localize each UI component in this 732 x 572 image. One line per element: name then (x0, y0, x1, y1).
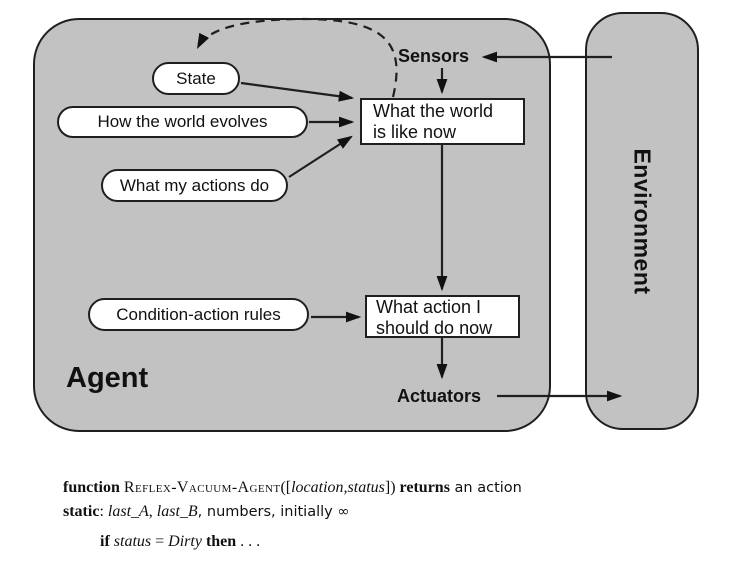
static-colon: : (99, 503, 108, 520)
condition-action-rules-label: Condition-action rules (116, 304, 281, 324)
static-var-last-b: last_B (156, 503, 198, 520)
how-world-evolves-label: How the world evolves (97, 112, 268, 131)
world-box-line1: What the world (373, 101, 494, 121)
action-box-line1: What action I (376, 297, 482, 317)
state-node-label: State (176, 68, 216, 88)
function-args: location,status (291, 479, 385, 496)
agent-label: Agent (66, 362, 149, 394)
then-keyword: then (201, 533, 237, 550)
returns-tail: an action (449, 480, 522, 496)
static-keyword: static (63, 503, 100, 520)
ellipsis-dots: . . . (236, 533, 261, 550)
if-keyword: if (100, 533, 114, 550)
condition-action-rules-node: Condition-action rules (88, 298, 309, 331)
pseudocode-if-line: if status = Dirty then . . . (100, 533, 260, 551)
pseudocode-static-line: static: last_A, last_B, numbers, initial… (63, 503, 349, 521)
how-world-evolves-node: How the world evolves (57, 106, 308, 138)
action-box-line2: should do now (376, 318, 493, 338)
what-action-should-do-box: What action I should do now (365, 295, 520, 338)
sensors-label: Sensors (398, 46, 470, 66)
state-node: State (152, 62, 240, 95)
pseudocode-function-line: function Reflex-Vacuum-Agent([location,s… (63, 479, 522, 497)
what-my-actions-do-node: What my actions do (101, 169, 288, 202)
static-comma: , (148, 503, 157, 520)
actuators-label: Actuators (397, 386, 482, 406)
environment-container-box (585, 12, 699, 430)
static-var-last-a: last_A (107, 503, 149, 520)
function-keyword: function (63, 479, 124, 496)
if-value-dirty: Dirty (168, 533, 202, 550)
environment-label: Environment (629, 147, 656, 295)
args-open: ([ (280, 479, 292, 496)
args-close: ]) (384, 479, 400, 496)
what-world-is-like-now-box: What the world is like now (360, 98, 525, 145)
what-my-actions-do-label: What my actions do (119, 175, 270, 195)
function-name: Reflex-Vacuum-Agent (123, 479, 281, 496)
world-box-line2: is like now (373, 122, 457, 142)
environment-label-wrap: Environment (585, 12, 699, 430)
static-tail: , numbers, initially ∞ (197, 504, 350, 520)
returns-keyword: returns (399, 479, 450, 496)
if-equals: = (151, 533, 169, 550)
if-var-status: status (113, 533, 152, 550)
